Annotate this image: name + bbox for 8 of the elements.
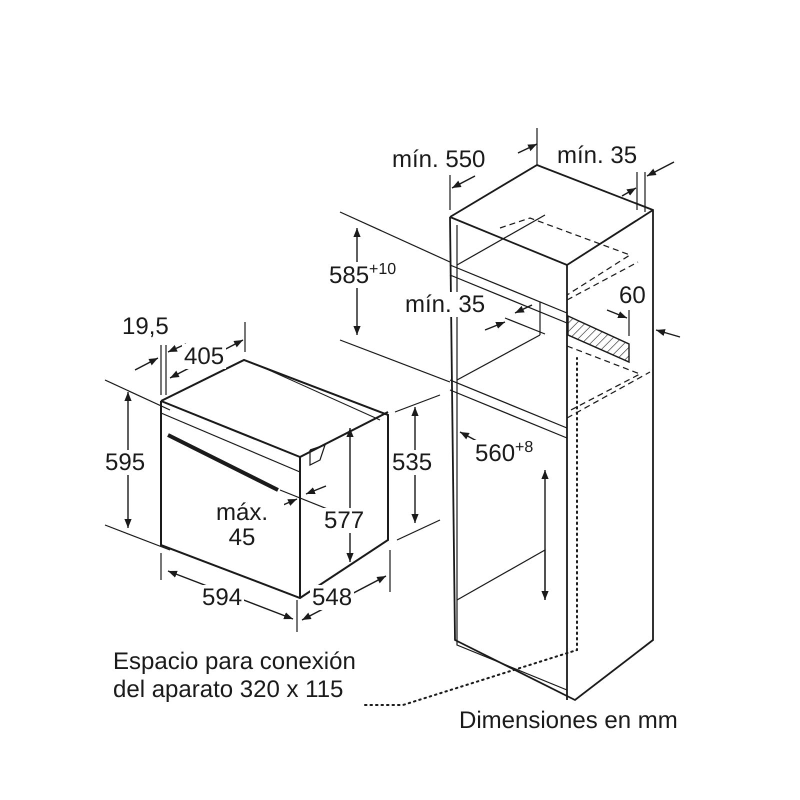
dimension-label: 585$^{+10}$	[327, 262, 398, 288]
dimension-label: 548	[310, 585, 354, 610]
connection-area	[567, 314, 630, 364]
leader-line	[364, 357, 578, 706]
dimension-label: 595	[103, 450, 148, 476]
callout-text: Espacio para conexión del aparato 320 x 115	[113, 648, 363, 704]
dimension-label: 405	[182, 344, 226, 370]
dimension-label: 535	[390, 450, 434, 476]
